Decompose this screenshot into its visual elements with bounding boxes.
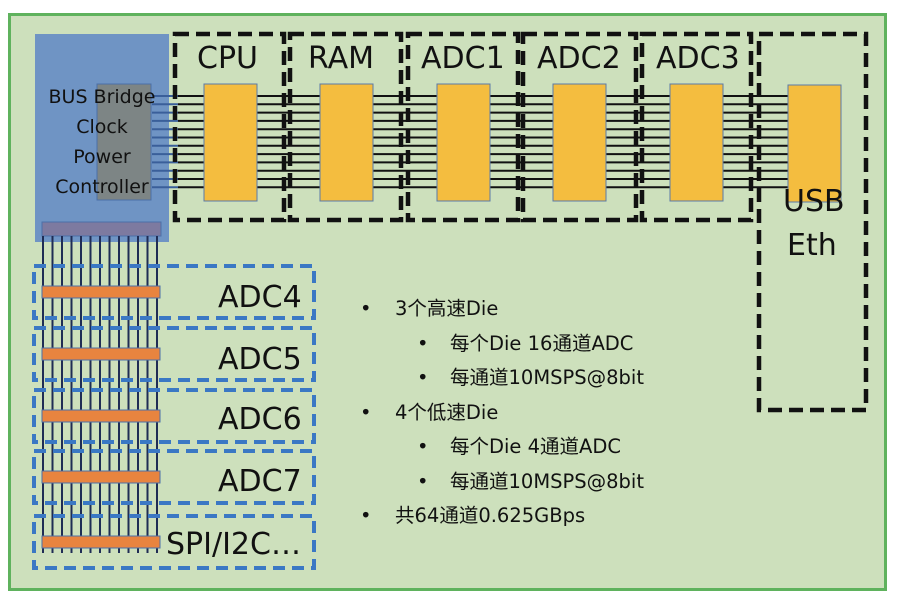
bridge-line: Controller	[55, 176, 149, 198]
bridge-line: BUS Bridge	[48, 86, 156, 108]
bus-bridge-port	[41, 221, 162, 237]
die-label-spi-i2c: SPI/I2C…	[166, 527, 301, 562]
die-label-adc3: ADC3	[656, 41, 740, 76]
bridge-line: Clock	[76, 116, 128, 138]
die-box-ram	[287, 31, 404, 223]
die-label-ram: RAM	[308, 41, 375, 76]
die-label-adc1: ADC1	[421, 41, 505, 76]
low-speed-die-box	[32, 388, 316, 444]
bullet-item: •每通道10MSPS@8bit	[360, 361, 644, 396]
low-speed-chip	[41, 535, 161, 549]
bullet-dot-icon: •	[360, 400, 372, 424]
bullet-item: •每通道10MSPS@8bit	[360, 465, 644, 500]
low-speed-chip	[41, 409, 161, 423]
io-die-box	[756, 31, 869, 413]
spec-bullet-list: •3个高速Die •每个Die 16通道ADC •每通道10MSPS@8bit …	[360, 292, 644, 534]
die-label-cpu: CPU	[197, 41, 258, 76]
low-speed-die-box	[32, 264, 316, 320]
io-label-usb: USB	[783, 184, 845, 219]
chip-ram	[319, 83, 374, 202]
chip-adc3	[669, 83, 724, 202]
low-speed-chip	[41, 285, 161, 299]
chip-cpu	[203, 83, 258, 202]
bullet-item: •每个Die 16通道ADC	[360, 327, 644, 362]
bullet-dot-icon: •	[360, 297, 372, 320]
io-chip	[787, 84, 842, 203]
die-label-adc5: ADC5	[218, 342, 302, 377]
bullet-dot-icon: •	[360, 504, 372, 527]
low-speed-chip	[41, 347, 161, 361]
chip-adc1	[436, 83, 491, 202]
die-label-adc2: ADC2	[537, 41, 621, 76]
bus-bridge-inner	[96, 83, 152, 201]
die-box-adc1	[405, 31, 521, 223]
chip-adc2	[552, 83, 607, 202]
bullet-dot-icon: •	[417, 366, 429, 389]
bus-bridge-label: BUS Bridge Clock Power Controller	[38, 82, 166, 202]
die-box-adc2	[520, 31, 639, 223]
low-speed-die-box	[32, 449, 316, 505]
low-speed-chip	[41, 470, 161, 484]
bullet-dot-icon: •	[417, 331, 429, 355]
bullet-item: •3个高速Die	[360, 292, 644, 327]
bullet-dot-icon: •	[417, 469, 429, 493]
die-box-adc3	[639, 31, 754, 223]
die-label-adc7: ADC7	[218, 464, 302, 499]
bullet-item: •共64通道0.625GBps	[360, 499, 644, 534]
die-label-adc6: ADC6	[218, 402, 302, 437]
low-speed-bus	[42, 236, 158, 553]
bullet-dot-icon: •	[417, 435, 429, 458]
die-label-adc4: ADC4	[218, 280, 302, 315]
low-speed-die-box	[32, 326, 316, 382]
bullet-item: •每个Die 4通道ADC	[360, 430, 644, 465]
die-box-cpu	[172, 31, 287, 223]
bridge-line: Power	[73, 146, 131, 168]
bullet-item: •4个低速Die	[360, 396, 644, 431]
io-label-eth: Eth	[787, 228, 837, 263]
low-speed-die-box	[32, 514, 316, 570]
